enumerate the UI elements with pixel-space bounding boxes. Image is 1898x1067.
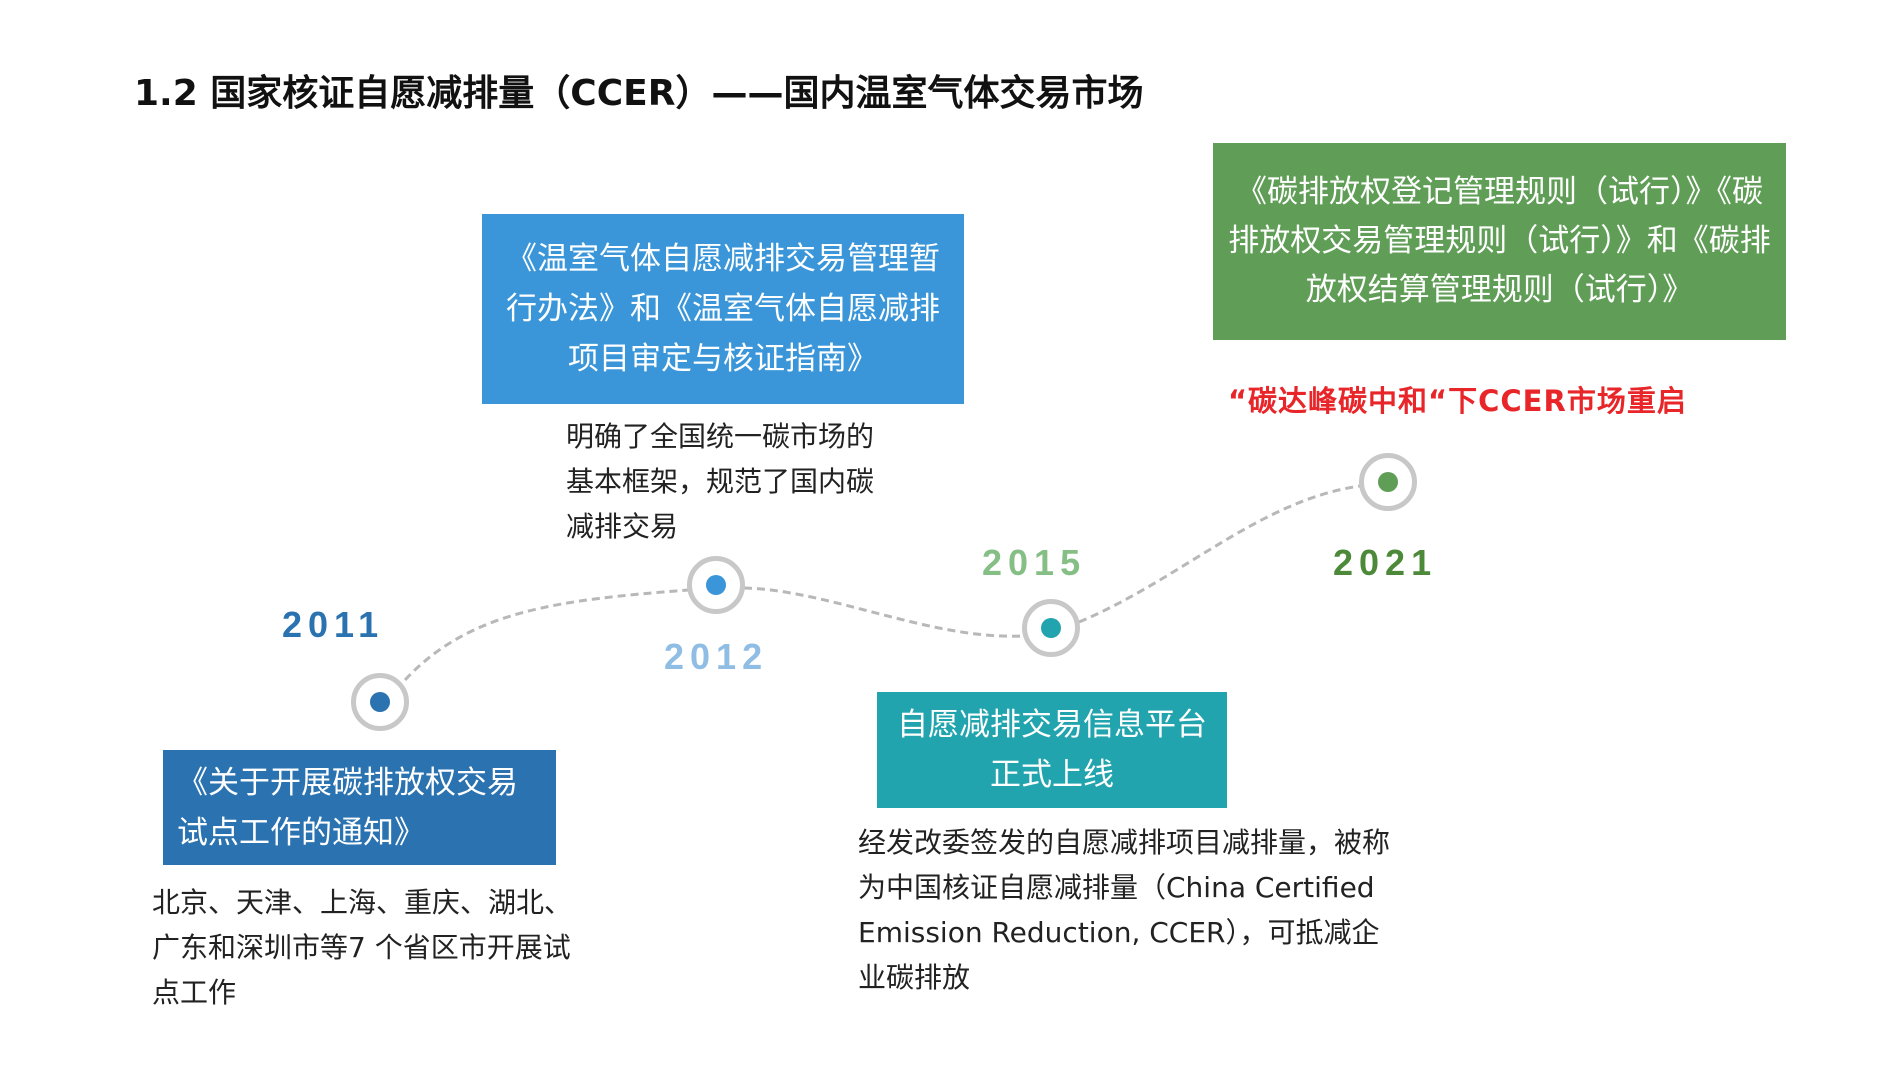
- node-dot-icon: [370, 692, 390, 712]
- event-desc-2015: 经发改委签发的自愿减排项目减排量，被称为中国核证自愿减排量（China Cert…: [858, 826, 1391, 994]
- year-2012: 2012: [664, 636, 769, 677]
- node-dot-icon: [1041, 618, 1061, 638]
- event-box-2021: 《碳排放权登记管理规则（试行）》《碳排放权交易管理规则（试行）》和《碳排放权结算…: [1213, 143, 1786, 340]
- event-title-2012: 《温室气体自愿减排交易管理暂行办法》和《温室气体自愿减排项目审定与核证指南》: [506, 241, 940, 377]
- year-2021: 2021: [1333, 542, 1438, 583]
- event-box-2015: 自愿减排交易信息平台正式上线: [877, 692, 1227, 808]
- event-box-2012: 《温室气体自愿减排交易管理暂行办法》和《温室气体自愿减排项目审定与核证指南》: [482, 214, 964, 404]
- page-title: 1.2 国家核证自愿减排量（CCER）——国内温室气体交易市场: [134, 73, 1144, 114]
- event-title-2021: 《碳排放权登记管理规则（试行）》《碳排放权交易管理规则（试行）》和《碳排放权结算…: [1228, 174, 1771, 308]
- node-dot-icon: [1378, 472, 1398, 492]
- timeline-node-2015[interactable]: [1022, 599, 1080, 657]
- year-2011: 2011: [282, 604, 385, 645]
- event-box-2011: 《关于开展碳排放权交易试点工作的通知》: [163, 750, 556, 865]
- timeline-node-2012[interactable]: [687, 556, 745, 614]
- node-dot-icon: [706, 575, 726, 595]
- event-desc-2011: 北京、天津、上海、重庆、湖北、广东和深圳市等7 个省区市开展试点工作: [152, 886, 573, 1009]
- event-desc-2012: 明确了全国统一碳市场的基本框架，规范了国内碳减排交易: [566, 420, 875, 543]
- event-title-2015: 自愿减排交易信息平台正式上线: [897, 707, 1207, 793]
- timeline-node-2011[interactable]: [351, 673, 409, 731]
- year-2015: 2015: [982, 542, 1087, 583]
- event-title-2011: 《关于开展碳排放权交易试点工作的通知》: [177, 764, 518, 851]
- timeline-node-2021[interactable]: [1359, 453, 1417, 511]
- event-note-2021: “碳达峰碳中和“下CCER市场重启: [1228, 384, 1687, 418]
